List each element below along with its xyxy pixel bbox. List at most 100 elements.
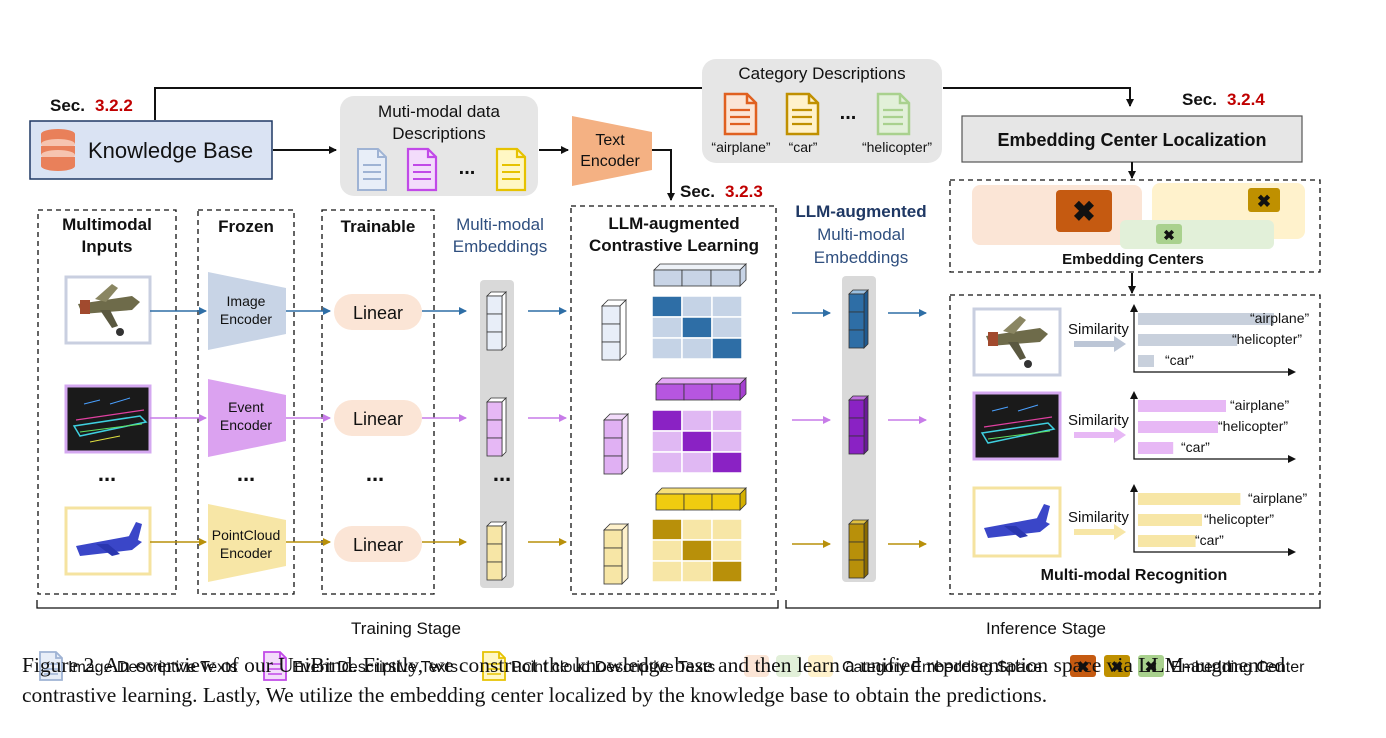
similarity-bar [1138,355,1154,367]
point-encoder-line1: PointCloud [212,527,281,543]
sec-324-prefix: Sec. [1182,90,1217,109]
axis-arrow-right [1288,455,1296,463]
point-document-icon [495,147,527,192]
mm-embeddings-title-line2: Embeddings [453,237,548,256]
legend-point-doc-icon [482,651,506,681]
knowledge-base-box[interactable]: Knowledge Base [29,120,273,180]
recognition-axis [1133,393,1294,460]
recognition-event-thumbnail [972,391,1062,461]
similarity-bar-label: “helicopter” [1232,331,1302,347]
event-encoder-line2: Encoder [220,417,272,433]
inputs-title-line2: Inputs [82,237,133,256]
point-llm-embedding-stack [848,519,869,579]
axis-arrow-right [1288,548,1296,556]
center-orange-marker: ✖ [1056,190,1112,232]
descriptions-title-line1: Muti-modal data [378,102,500,121]
svg-text:✖: ✖ [1163,227,1175,243]
recognition-chart-1: “airplane”“helicopter”“car” [1130,304,1309,376]
legend-space-yellow [808,655,833,677]
image-contrastive-block [601,263,747,361]
legend-space-orange [744,655,769,677]
airplane-document-icon [723,92,758,136]
mm-embeddings-title-line1: Multi-modal [456,215,544,234]
image-similarity-matrix [651,295,743,360]
svg-text:Linear: Linear [353,409,403,429]
legend-space-label: Category Embedding Space [842,659,1042,676]
recognition-title: Multi-modal Recognition [1041,567,1228,584]
similarity-label-1: Similarity [1068,321,1129,338]
trainable-title: Trainable [341,217,416,236]
sec-324-number: 3.2.4 [1227,90,1265,109]
image-encoder: Image Encoder [208,272,286,350]
legend-center-label: Embedding Center [1171,659,1305,676]
point-contrastive-block [603,487,747,585]
llm-embeddings-strip [842,276,876,582]
similarity-bar [1138,400,1226,412]
similarity-bar-label: “helicopter” [1204,511,1274,527]
image-document-icon [357,148,387,191]
top-flow-lines [154,87,1134,120]
image-encoder-line1: Image [227,293,266,309]
legend-center-orange-icon: ✖ [1070,655,1096,677]
category-ellipsis: ... [840,102,857,124]
similarity-bar [1138,514,1202,526]
legend: Image Descriptive Texts Event Descriptiv… [39,651,1305,681]
legend-center-green-icon: ✖ [1138,655,1164,677]
similarity-arrow-2 [1074,427,1126,443]
llm-embeddings-title-line3: Embeddings [814,248,909,267]
event-encoder: Event Encoder [208,379,286,457]
pointcloud-encoder: PointCloud Encoder [208,504,286,582]
svg-text:Linear: Linear [353,303,403,323]
car-document-icon [785,92,820,136]
embedding-center-localization-label: Embedding Center Localization [997,130,1266,150]
point-query-column [603,523,629,585]
center-gold-marker: ✖ [1248,188,1280,212]
embedding-centers-label: Embedding Centers [1062,251,1204,268]
text-encoder-line2: Encoder [580,153,640,170]
category-label-helicopter: “helicopter” [862,139,932,155]
multimodal-descriptions-panel: Muti-modal data Descriptions ... [340,96,538,196]
similarity-label-3: Similarity [1068,509,1129,526]
llm-embeddings-title-line2: Multi-modal [817,225,905,244]
axis-arrow-up [1130,484,1138,492]
text-encoder-to-contrastive-arrow [652,149,675,201]
sec-323-prefix: Sec. [680,182,715,201]
text-encoder: Text Encoder [572,116,652,186]
legend-space-green [776,655,801,677]
category-label-car: “car” [789,139,818,155]
similarity-arrow-1 [1074,336,1126,352]
image-embedding-stack [486,291,507,351]
image-llm-embedding-stack [848,289,869,349]
legend-center-gold-icon: ✖ [1104,655,1130,677]
similarity-bar-label: “car” [1195,532,1224,548]
similarity-bar-label: “airplane” [1248,490,1307,506]
inference-stage-label: Inference Stage [986,619,1106,638]
embedding-center-localization-box[interactable]: Embedding Center Localization [961,115,1303,163]
descriptions-ellipsis: ... [459,157,476,179]
category-descriptions-title: Category Descriptions [738,64,905,83]
point-text-embedding-row [655,487,747,511]
legend-image-doc-icon [39,651,63,681]
embedding-centers-panel: ✖ ✖ ✖ Embedding Centers [949,179,1321,273]
training-stage-bracket [36,600,779,609]
inputs-title-line1: Multimodal [62,215,152,234]
embeddings-ellipsis: ... [493,461,511,486]
legend-event-texts: Event Descriptive Texts [292,659,458,676]
similarity-bar-label: “airplane” [1230,397,1289,413]
similarity-bar-label: “airplane” [1250,310,1309,326]
recognition-chart-2: “airplane”“helicopter”“car” [1130,391,1296,463]
svg-text:✖: ✖ [1077,659,1090,676]
recognition-image-thumbnail [972,307,1062,377]
svg-text:✖: ✖ [1257,192,1271,211]
legend-event-doc-icon [263,651,287,681]
sec-323-number: 3.2.3 [725,182,763,201]
svg-text:✖: ✖ [1072,196,1095,227]
point-encoder-line2: Encoder [220,545,272,561]
similarity-bar [1138,313,1274,325]
similarity-bar [1138,334,1238,346]
sec-322-prefix: Sec. [50,96,85,115]
similarity-label-2: Similarity [1068,412,1129,429]
similarity-bar-label: “car” [1181,439,1210,455]
svg-text:✖: ✖ [1145,659,1158,676]
